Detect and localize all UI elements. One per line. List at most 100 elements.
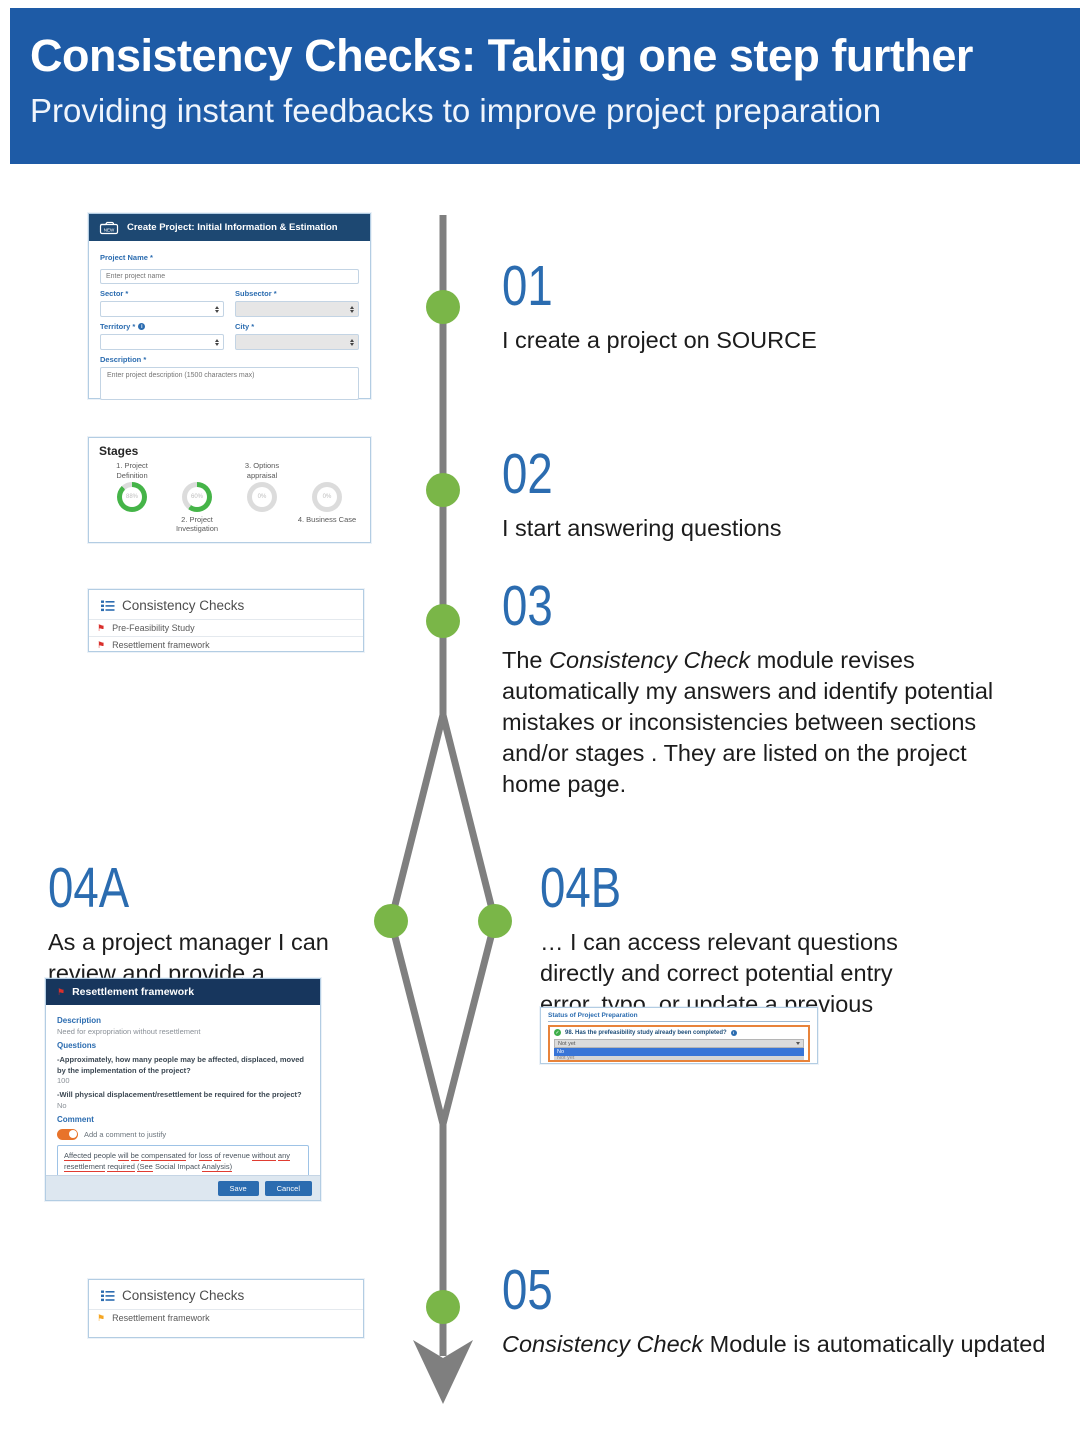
stage-label: 1. Project Definition bbox=[116, 461, 148, 480]
info-icon[interactable]: i bbox=[730, 1029, 737, 1036]
stage-percent: 88% bbox=[122, 487, 142, 507]
project-name-input[interactable] bbox=[100, 269, 359, 284]
status-question-row: ✓ 98. Has the prefeasibility study alrea… bbox=[554, 1029, 804, 1036]
flag-icon: ⚑ bbox=[97, 1312, 106, 1323]
status-select[interactable]: Not yet bbox=[554, 1039, 804, 1048]
list-icon bbox=[101, 600, 115, 612]
subsector-select[interactable] bbox=[235, 301, 359, 317]
timeline-node-03 bbox=[426, 604, 460, 638]
save-button[interactable]: Save bbox=[217, 1180, 259, 1196]
modal-header: ⚑ Resettlement framework bbox=[46, 979, 320, 1005]
caret-down-icon bbox=[796, 1042, 800, 1045]
stage-label: 2. Project Investigation bbox=[175, 515, 219, 534]
flag-icon: ⚑ bbox=[97, 622, 106, 633]
description-section-label: Description bbox=[57, 1016, 102, 1025]
step-04b-number: 04B bbox=[540, 856, 622, 920]
status-question: 98. Has the prefeasibility study already… bbox=[565, 1029, 727, 1036]
check-item-resettlement[interactable]: ⚑ Resettlement framework bbox=[89, 1309, 363, 1326]
status-panel: Status of Project Preparation ✓ 98. Has … bbox=[540, 1007, 818, 1064]
project-name-label: Project Name * bbox=[100, 253, 153, 262]
select-arrows-icon bbox=[215, 305, 219, 313]
consistency-checks-panel-top: Consistency Checks ⚑ Pre-Feasibility Stu… bbox=[88, 589, 364, 652]
stage-label: 4. Business Case bbox=[297, 515, 357, 524]
answer-1: 100 bbox=[57, 1076, 70, 1085]
resettlement-modal: ⚑ Resettlement framework Description Nee… bbox=[45, 978, 321, 1201]
create-project-body: Project Name * Sector * Subsector * bbox=[89, 241, 370, 412]
stage-percent: 60% bbox=[187, 487, 207, 507]
arrow-down-icon bbox=[413, 1340, 473, 1404]
timeline-node-05 bbox=[426, 1290, 460, 1324]
sector-select[interactable] bbox=[100, 301, 224, 317]
step-02-text: I start answering questions bbox=[502, 515, 782, 541]
step-05: 05 Consistency Check Module is automatic… bbox=[502, 1262, 1062, 1360]
check-item-label: Resettlement framework bbox=[112, 640, 210, 650]
sector-label: Sector * bbox=[100, 289, 129, 298]
city-select[interactable] bbox=[235, 334, 359, 350]
select-arrows-icon bbox=[350, 338, 354, 346]
stage-percent: 0% bbox=[317, 487, 337, 507]
stage-percent: 0% bbox=[252, 487, 272, 507]
status-select-value: Not yet bbox=[558, 1040, 576, 1047]
create-project-title: Create Project: Initial Information & Es… bbox=[127, 222, 338, 233]
stage-business-case: 0% 4. Business Case bbox=[296, 460, 358, 534]
check-item-pre-feasibility[interactable]: ⚑ Pre-Feasibility Study bbox=[89, 619, 363, 636]
checks-title: Consistency Checks bbox=[122, 1288, 245, 1303]
step-01-text: I create a project on SOURCE bbox=[502, 327, 817, 353]
stage-options-appraisal: 3. Options appraisal 0% bbox=[231, 460, 293, 534]
check-item-label: Resettlement framework bbox=[112, 1313, 210, 1323]
step-01-number: 01 bbox=[502, 254, 553, 318]
create-project-header: NEW Create Project: Initial Information … bbox=[89, 214, 370, 241]
modal-footer: Save Cancel bbox=[46, 1175, 320, 1200]
toggle-knob bbox=[68, 1130, 77, 1138]
stages-panel: Stages 1. Project Definition 88% 60% 2. … bbox=[88, 437, 371, 543]
stage-progress-ring: 88% bbox=[117, 482, 147, 512]
step-03-text: The Consistency Check module revises aut… bbox=[502, 647, 994, 798]
flag-icon: ⚑ bbox=[57, 986, 66, 997]
territory-info-icon[interactable]: i bbox=[138, 323, 146, 330]
cancel-button[interactable]: Cancel bbox=[264, 1180, 312, 1196]
stages-row: 1. Project Definition 88% 60% 2. Project… bbox=[99, 460, 360, 534]
select-arrows-icon bbox=[350, 305, 354, 313]
stage-progress-ring: 0% bbox=[312, 482, 342, 512]
city-label: City * bbox=[235, 322, 255, 331]
stage-progress-ring: 0% bbox=[247, 482, 277, 512]
subsector-label: Subsector * bbox=[235, 289, 277, 298]
stage-label: 3. Options appraisal bbox=[244, 461, 280, 480]
comment-toggle-row: Add a comment to justify bbox=[57, 1128, 309, 1140]
header-banner: Consistency Checks: Taking one step furt… bbox=[10, 8, 1080, 164]
status-option-not-yet[interactable]: Not yet bbox=[554, 1056, 804, 1060]
comment-section-label: Comment bbox=[57, 1114, 94, 1124]
check-item-label: Pre-Feasibility Study bbox=[112, 623, 195, 633]
status-highlight-box: ✓ 98. Has the prefeasibility study alrea… bbox=[548, 1025, 810, 1062]
comment-toggle[interactable] bbox=[57, 1128, 78, 1140]
consistency-checks-panel-bottom: Consistency Checks ⚑ Resettlement framew… bbox=[88, 1279, 364, 1338]
description-text: Need for expropriation without resettlem… bbox=[57, 1027, 201, 1036]
stage-project-definition: 1. Project Definition 88% bbox=[101, 460, 163, 534]
comment-toggle-label: Add a comment to justify bbox=[84, 1129, 167, 1139]
step-04a-number: 04A bbox=[48, 856, 130, 920]
territory-select[interactable] bbox=[100, 334, 224, 350]
modal-body: Description Need for expropriation witho… bbox=[46, 1005, 320, 1182]
status-title: Status of Project Preparation bbox=[548, 1012, 810, 1022]
description-textarea[interactable] bbox=[100, 367, 359, 400]
comment-textarea[interactable]: Affected people will be compensated for … bbox=[57, 1144, 309, 1178]
new-folder-icon: NEW bbox=[99, 221, 119, 235]
step-01: 01 I create a project on SOURCE bbox=[502, 258, 1062, 356]
step-03-number: 03 bbox=[502, 574, 553, 638]
timeline-node-02 bbox=[426, 473, 460, 507]
timeline-node-01 bbox=[426, 290, 460, 324]
answer-2: No bbox=[57, 1100, 67, 1110]
step-02: 02 I start answering questions bbox=[502, 446, 1062, 544]
checks-title: Consistency Checks bbox=[122, 598, 245, 613]
territory-label: Territory * i bbox=[100, 322, 224, 331]
stage-progress-ring: 60% bbox=[182, 482, 212, 512]
description-label: Description * bbox=[100, 355, 147, 364]
status-option-no[interactable]: No bbox=[554, 1048, 804, 1056]
list-icon bbox=[101, 1290, 115, 1302]
question-2: -Will physical displacement/resettlement… bbox=[57, 1090, 302, 1099]
modal-title: Resettlement framework bbox=[72, 986, 195, 998]
check-item-resettlement[interactable]: ⚑ Resettlement framework bbox=[89, 636, 363, 653]
check-circle-icon: ✓ bbox=[554, 1029, 561, 1036]
create-project-panel: NEW Create Project: Initial Information … bbox=[88, 213, 371, 400]
